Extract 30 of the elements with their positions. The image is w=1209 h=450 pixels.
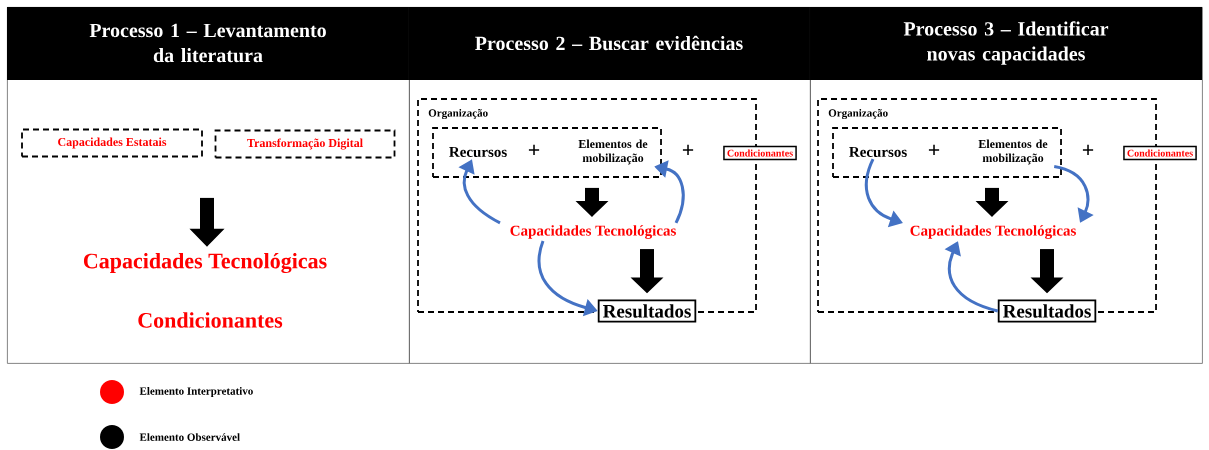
- label-text: +: [928, 144, 940, 156]
- panel-heading: Processo 1 – Levantamento da literatura: [89, 23, 326, 63]
- panel: [409, 7, 811, 364]
- legend-text: Elemento Interpretativo: [139, 387, 253, 397]
- dashed-box: Capacidades Estatais: [21, 128, 203, 158]
- concept-text: Capacidades Tecnológicas: [510, 225, 676, 239]
- label-text: +: [682, 144, 694, 156]
- concept-text: Elementos de mobilização: [978, 139, 1048, 165]
- dashed-box: [432, 127, 662, 178]
- box-heading: Organização: [828, 108, 888, 120]
- concept-text: Recursos: [449, 147, 507, 157]
- label-box: Condicionantes: [723, 145, 797, 161]
- legend-text: Elemento Observável: [139, 433, 240, 441]
- panel: [810, 7, 1203, 364]
- box-heading: Organização: [428, 108, 488, 120]
- dashed-box: [832, 127, 1062, 178]
- result-box: Resultados: [997, 299, 1097, 323]
- label-box: Condicionantes: [1123, 145, 1197, 161]
- panel-heading: Processo 2 – Buscar evidências: [475, 35, 743, 51]
- concept-text: Elementos de mobilização: [578, 139, 648, 165]
- label-text: Condicionantes: [138, 312, 283, 328]
- panel-heading: Processo 3 – Identificar novas capacidades: [903, 21, 1109, 65]
- result-box: Resultados: [597, 299, 697, 323]
- concept-text: Capacidades Tecnológicas: [83, 252, 327, 274]
- dashed-box: Transformação Digital: [214, 129, 396, 159]
- panel: [7, 7, 410, 364]
- concept-text: Capacidades Tecnológicas: [910, 225, 1076, 239]
- concept-text: Recursos: [849, 147, 907, 157]
- label-text: +: [1082, 144, 1094, 156]
- label-text: +: [528, 144, 540, 156]
